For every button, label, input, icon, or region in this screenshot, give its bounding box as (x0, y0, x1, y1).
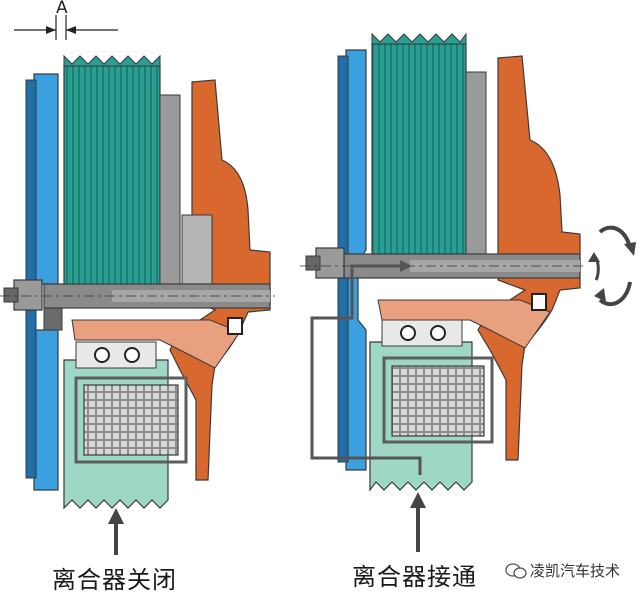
clutch-disengaged-view (0, 15, 275, 555)
pulley-grooves-top (371, 32, 467, 45)
bearing (381, 319, 463, 347)
field-coil (391, 365, 485, 437)
caption-clutch-engaged: 离合器接通 (352, 563, 477, 591)
pulley-grooves-top (63, 54, 161, 67)
armature-plate-lower (33, 329, 59, 491)
pointer-arrow-right (410, 492, 426, 552)
watermark: 凌凯汽车技术 (505, 560, 620, 581)
watermark-text: 凌凯汽车技术 (530, 562, 621, 580)
dimension-label-a: A (56, 0, 68, 18)
pulley-inner-ring (465, 71, 487, 263)
rotation-arrows-icon (588, 225, 636, 307)
torque-flow-path (310, 260, 422, 475)
air-gap-dimension (14, 15, 118, 40)
bearing (75, 341, 157, 369)
field-coil (83, 384, 179, 456)
wechat-icon (505, 563, 527, 579)
shaft-seal (227, 317, 243, 335)
pointer-arrow-left (108, 508, 124, 555)
shaft-nut (315, 247, 345, 279)
housing-lower-body (71, 319, 241, 369)
armature-plate-upper (33, 73, 59, 285)
caption-clutch-disengaged: 离合器关闭 (52, 566, 177, 594)
shaft-seal (531, 293, 547, 311)
clutch-engaged-view (300, 32, 636, 552)
shaft-nut (13, 279, 43, 311)
pulley-inner-ring (159, 94, 181, 286)
pulley-upper (371, 43, 467, 265)
pulley-upper (63, 65, 161, 287)
